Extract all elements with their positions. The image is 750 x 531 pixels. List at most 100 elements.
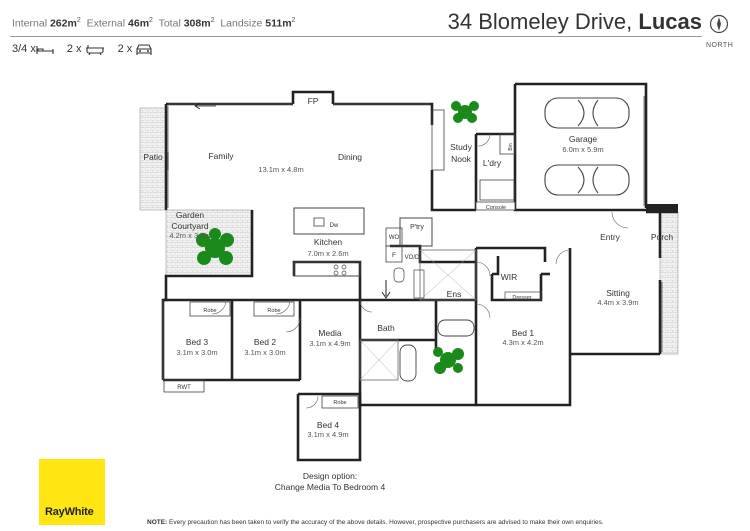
robe-bed4 — [321, 395, 359, 409]
toilet-main — [393, 267, 405, 283]
kitchen-label: Kitchen — [314, 237, 343, 247]
bed1-dimensions: 4.3m x 4.2m — [502, 338, 543, 347]
bath-shower-cross — [359, 339, 399, 381]
ldry-label: L'dry — [483, 158, 502, 168]
garage-dimensions: 6.0m x 5.9m — [562, 145, 603, 154]
bed-count: 3/4 x — [12, 43, 54, 55]
kitchen-dimensions: 7.0m x 2.6m — [307, 249, 348, 258]
console-label: Console — [486, 205, 506, 211]
garden-label: Garden — [176, 210, 205, 220]
car-icon — [544, 97, 630, 196]
wo-label: WO — [389, 235, 400, 241]
patio-label: Patio — [143, 152, 163, 162]
fridge-box — [385, 245, 403, 263]
bed4-dimensions: 3.1m x 4.9m — [307, 430, 348, 439]
bathtub-ensuite — [437, 319, 475, 337]
vanity-ensuite — [413, 269, 425, 299]
sink-icon — [313, 217, 325, 227]
door-swings — [211, 133, 629, 333]
unit-sup: 2 — [210, 17, 215, 24]
landsize-label: Landsize — [220, 17, 263, 30]
rwt-label: RWT — [177, 385, 191, 391]
sitting-label: Sitting — [606, 288, 630, 298]
porch-label: Porch — [651, 232, 673, 242]
ens-label: Ens — [447, 289, 462, 299]
bed3-label: Bed 3 — [186, 337, 208, 347]
pantry-box — [399, 217, 433, 247]
unit-sup: 2 — [291, 17, 296, 24]
entry-label: Entry — [600, 232, 621, 242]
tree-icon — [433, 347, 464, 374]
note-text: Every precaution has been taken to verif… — [167, 519, 604, 526]
arrow-icon — [381, 280, 391, 299]
compass-icon — [709, 14, 729, 34]
garden-dimensions: 4.2m x 3.0m — [169, 231, 210, 240]
dresser-box — [504, 291, 542, 301]
fp-label: FP — [308, 96, 319, 106]
dresser-label: Dresser — [512, 295, 531, 301]
external-value: 46m — [128, 17, 150, 30]
laundry-tub — [479, 179, 515, 201]
suburb-name: Lucas — [638, 9, 702, 34]
bath-shower — [359, 339, 399, 381]
north-label: NORTH — [706, 42, 734, 49]
street-address: 34 Blomeley Drive, — [447, 9, 639, 34]
door-swings — [305, 395, 319, 409]
study-desk — [431, 109, 445, 171]
bed2-label: Bed 2 — [254, 337, 276, 347]
unit-sup: 2 — [76, 17, 81, 24]
internal-value: 262m — [49, 17, 77, 30]
landsize-value: 511m — [265, 17, 292, 30]
kitchen-island — [293, 207, 365, 235]
bin-label: Bin — [508, 143, 514, 150]
property-title: 34 Blomeley Drive, Lucas — [448, 9, 702, 35]
garage-door-panel — [646, 204, 678, 212]
bed3-dimensions: 3.1m x 3.0m — [176, 348, 217, 357]
console-bench — [475, 201, 516, 211]
robe-label: Robe — [203, 308, 216, 314]
robe-label: Robe — [267, 308, 280, 314]
cooktop-icon — [333, 264, 347, 276]
robe-bed3 — [189, 301, 231, 317]
tree-icon — [451, 101, 479, 123]
patio-paving — [139, 107, 167, 211]
courtyard-label: Courtyard — [171, 221, 209, 231]
internal-label: Internal — [12, 17, 48, 30]
arrow-icon — [194, 102, 216, 110]
nook-label: Nook — [451, 154, 472, 164]
bin-cupboard — [499, 133, 516, 155]
ptry-label: P'try — [410, 224, 424, 231]
bed4-walls — [296, 392, 362, 462]
header-divider — [10, 36, 702, 37]
bath-label: Bath — [377, 323, 395, 333]
logo-text: RayWhite — [45, 506, 94, 518]
media-label: Media — [318, 328, 341, 338]
external-label: External — [86, 17, 126, 30]
media-dimensions: 3.1m x 4.9m — [309, 339, 350, 348]
disclaimer-note: NOTE: Every precaution has been taken to… — [147, 519, 604, 526]
feature-counts: 3/4 x 2 x 2 x — [12, 43, 163, 55]
bed-icon — [36, 45, 54, 54]
fridge-label: F — [392, 252, 396, 259]
dw-label: Dw — [330, 223, 339, 229]
bath-count: 2 x — [67, 43, 105, 55]
design-option-label: Design option: — [303, 471, 357, 481]
bed1-label: Bed 1 — [512, 328, 534, 338]
kitchen-bench — [293, 261, 361, 277]
dining-label: Dining — [338, 152, 362, 162]
rwt-box — [163, 379, 205, 393]
unit-sup: 2 — [149, 17, 153, 24]
car-icon — [136, 44, 152, 55]
shower-cross — [419, 249, 477, 301]
raywhite-logo: RayWhite — [39, 459, 105, 525]
family-label: Family — [208, 151, 234, 161]
robe-bed2 — [253, 301, 295, 317]
car-count: 2 x — [118, 43, 154, 55]
total-label: Total — [158, 17, 181, 30]
total-value: 308m — [183, 17, 211, 30]
area-summary: Internal 262m2 External 46m2 Total 308m2… — [12, 17, 295, 30]
vod-label: VO/D — [405, 255, 420, 261]
wir-label: WIR — [501, 272, 518, 282]
tree-icon — [196, 228, 234, 265]
